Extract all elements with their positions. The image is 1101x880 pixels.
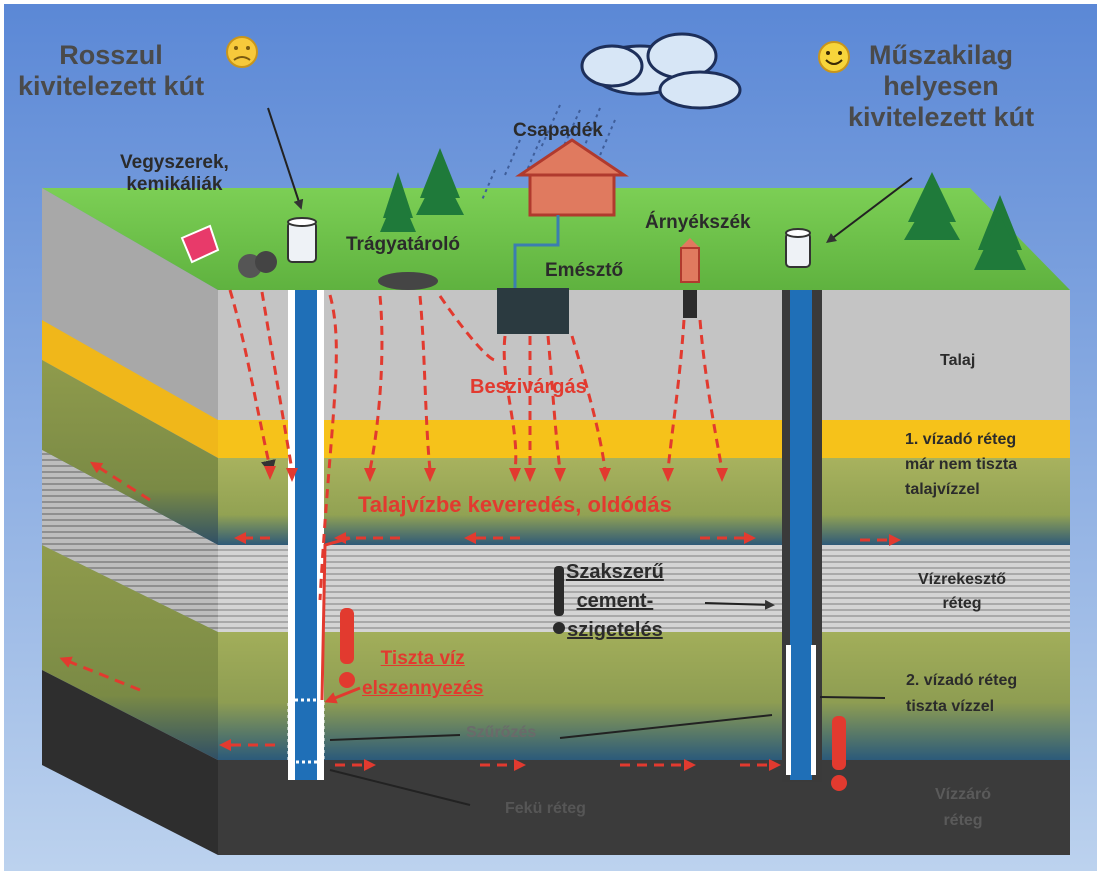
bedrock-right-label: Vízzáró réteg <box>935 786 992 829</box>
aquitard-label: Vízrekesztő réteg <box>918 571 1007 612</box>
smiley-face-icon <box>818 41 850 73</box>
chemical-bucket-icon <box>180 224 277 278</box>
flow-arrows <box>59 461 901 771</box>
pointer-lines <box>267 107 913 806</box>
seepage-label: Beszivárgás <box>470 376 587 398</box>
screening-label: Szűrőzés <box>466 724 537 741</box>
block-left-face <box>42 188 218 855</box>
house-icon <box>515 138 629 217</box>
precipitation-label: Csapadék <box>513 120 603 141</box>
manure-storage-label: Trágyatároló <box>346 234 461 255</box>
cloud-icon <box>580 32 742 110</box>
mixing-label: Talajvízbe keveredés, oldódás <box>358 492 672 517</box>
good-well-label: Műszakilag helyesen kivitelezett kút <box>848 40 1035 133</box>
seepage-arrowheads <box>264 466 728 482</box>
tree-icon <box>380 148 1026 270</box>
aquifer1-label: 1. vízadó réteg már nem tiszta talajvízz… <box>905 431 1018 498</box>
contamination-label: Tiszta víz elszennyezés <box>362 648 484 700</box>
chemicals-label: Vegyszerek, kemikáliák <box>120 152 229 195</box>
aquifer2-label: 2. vízadó réteg tiszta vízzel <box>906 672 1018 715</box>
septic-tank <box>497 288 569 334</box>
outhouse-icon <box>680 238 700 318</box>
warning-exclamation-icon <box>339 566 847 791</box>
grass-surface <box>42 188 1070 290</box>
contamination-arrow <box>324 686 361 704</box>
cement-seal-label: Szakszerű cement- szigetelés <box>566 561 664 641</box>
septic-tank-label: Emésztő <box>545 260 624 281</box>
well-icon <box>287 217 822 782</box>
bad-well-label: Rosszul kivitelezett kút <box>18 40 205 102</box>
outhouse-label: Árnyékszék <box>645 212 751 233</box>
bedrock-center-label: Fekü réteg <box>505 800 586 817</box>
soil-layer-label: Talaj <box>940 352 976 369</box>
manure-heap <box>378 272 438 290</box>
sewage-pipe <box>513 215 560 290</box>
seepage-arrows <box>228 289 724 601</box>
sad-face-icon <box>226 36 258 68</box>
contamination-path <box>320 536 351 701</box>
